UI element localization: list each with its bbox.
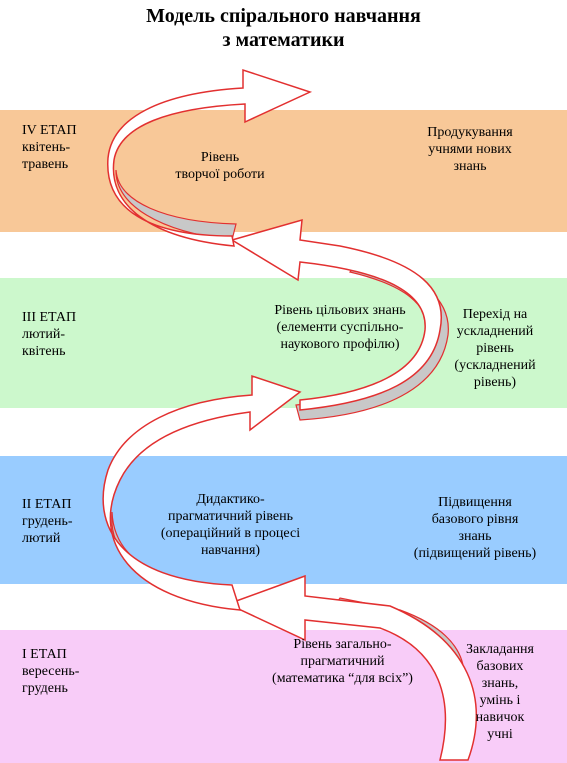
- stage-2-level-line: (операційний в процесі: [160, 526, 301, 541]
- stage-2-period-2: лютий: [22, 531, 61, 546]
- stage-3-level-line: (елементи суспільно-: [276, 320, 404, 335]
- spiral-arrow-2: [102, 374, 302, 611]
- stage-3-label: ІІІ ЕТАП лютий- квітень: [22, 309, 132, 360]
- stage-3-outcome-line: (ускладнений: [454, 358, 536, 373]
- stage-1-period-2: грудень: [22, 681, 68, 696]
- diagram-title: Модель спірального навчання з математики: [0, 4, 567, 52]
- spiral-arrow-4: [107, 68, 313, 247]
- stage-4-outcome-line: учнями нових: [428, 142, 512, 157]
- stage-2-level-line: Дидактико-: [196, 492, 265, 507]
- spiral-shadow-4: [115, 169, 237, 241]
- stage-3-outcome-line: рівень: [476, 341, 514, 356]
- stage-1-level-line: прагматичний: [300, 654, 385, 669]
- stage-2-period-1: грудень-: [22, 514, 73, 529]
- stage-4-period-1: квітень-: [22, 140, 71, 155]
- stage-1-outcome: Закладання базових знань, умінь і навичо…: [455, 641, 545, 743]
- stage-4-outcome-line: знань: [453, 159, 487, 174]
- stage-4-level-line: творчої роботи: [175, 167, 265, 182]
- stage-2-level-line: прагматичний рівень: [167, 509, 293, 524]
- stage-2-level-line: навчання): [200, 543, 261, 558]
- stage-1-period-1: вересень-: [22, 664, 80, 679]
- stage-3-outcome-line: ускладнений: [456, 324, 534, 339]
- stage-2-level: Дидактико- прагматичний рівень (операцій…: [138, 491, 323, 559]
- stage-4-band: [0, 110, 567, 232]
- stage-3-level-line: наукового профілю): [280, 337, 400, 352]
- stage-3-outcome-line: Перехід на: [462, 307, 528, 322]
- stage-1-level: Рівень загально- прагматичний (математик…: [255, 636, 430, 687]
- stage-1-level-line: Рівень загально-: [293, 637, 392, 652]
- stage-3-title: ІІІ ЕТАП: [22, 310, 77, 325]
- stage-2-outcome-line: знань: [458, 529, 492, 544]
- stage-1-outcome-line: базових: [476, 659, 524, 674]
- stage-3-period-2: квітень: [22, 344, 66, 359]
- stage-1-outcome-line: Закладання: [466, 642, 534, 657]
- stage-1-label: І ЕТАП вересень- грудень: [22, 646, 132, 697]
- stage-2-title: ІІ ЕТАП: [22, 497, 72, 512]
- stage-4-outcome-line: Продукування: [427, 125, 513, 140]
- stage-2-outcome-line: Підвищення: [438, 495, 512, 510]
- stage-2-label: ІІ ЕТАП грудень- лютий: [22, 496, 132, 547]
- stage-4-label: IV ЕТАП квітень- травень: [22, 122, 132, 173]
- title-line-1: Модель спірального навчання: [146, 5, 421, 27]
- title-line-2: з математики: [222, 29, 345, 51]
- stage-3-level-line: Рівень цільових знань: [274, 303, 406, 318]
- stage-4-title: IV ЕТАП: [22, 123, 77, 138]
- stage-1-level-line: (математика “для всіх”): [272, 671, 413, 686]
- stage-3-outcome: Перехід на ускладнений рівень (ускладнен…: [440, 306, 550, 391]
- stage-3-level: Рівень цільових знань (елементи суспільн…: [255, 302, 425, 353]
- stage-1-outcome-line: знань,: [481, 676, 519, 691]
- stage-1-outcome-line: учні: [487, 727, 513, 742]
- stage-1-outcome-line: умінь і: [479, 693, 521, 708]
- stage-3-outcome-line: рівень): [473, 375, 517, 390]
- stage-2-outcome-line: (підвищений рівень): [413, 546, 537, 561]
- stage-2-outcome: Підвищення базового рівня знань (підвище…: [395, 494, 555, 562]
- stage-3-period-1: лютий-: [22, 327, 66, 342]
- stage-4-level-line: Рівень: [200, 150, 240, 165]
- stage-1-outcome-line: навичок: [475, 710, 525, 725]
- stage-4-level: Рівень творчої роботи: [160, 149, 280, 183]
- stage-2-band: [0, 456, 567, 584]
- stage-4-outcome: Продукування учнями нових знань: [400, 124, 540, 175]
- stage-2-outcome-line: базового рівня: [431, 512, 519, 527]
- stage-4-period-2: травень: [22, 157, 69, 172]
- stage-1-title: І ЕТАП: [22, 647, 67, 662]
